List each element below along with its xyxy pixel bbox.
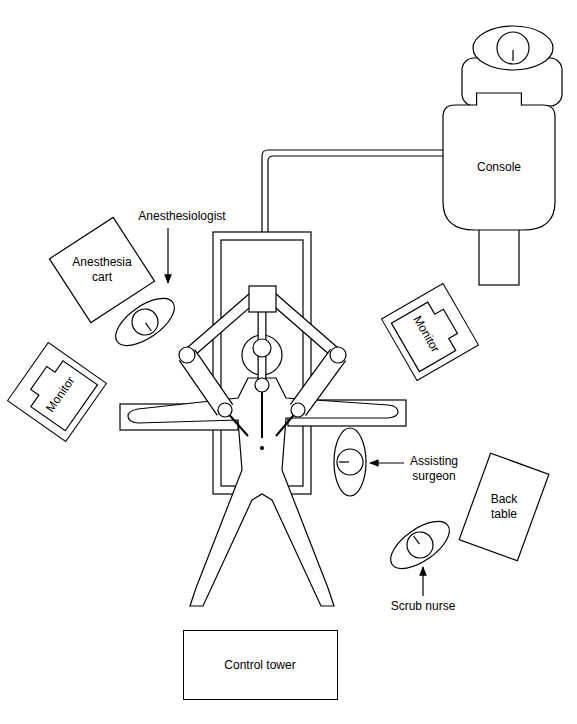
robot-cable: [262, 150, 443, 236]
cable-line: [268, 156, 443, 236]
robot-boom: [268, 294, 338, 355]
leader-arrow: [422, 567, 423, 596]
anesthesia-cart: Anesthesia cart: [60, 232, 144, 308]
tilted-outline: [459, 453, 549, 561]
robot-joint: [253, 339, 271, 357]
robot-boom: [187, 294, 257, 355]
assisting-surgeon-figure: [334, 428, 366, 496]
robot-arms: [187, 294, 338, 438]
callout-label: Scrub nurse: [391, 599, 456, 614]
person-face: [146, 323, 152, 331]
scrub-nurse-figure: [383, 512, 457, 577]
robot-forearm: [187, 355, 225, 410]
node-label: Console: [477, 160, 521, 175]
person-face: [339, 461, 349, 462]
robot-joint: [218, 403, 232, 417]
console-surgeon: [473, 26, 553, 70]
robot-forearm: [298, 355, 338, 410]
person-shoulders: [334, 428, 366, 496]
robot-joint: [330, 347, 346, 363]
leader-arrows: [168, 228, 423, 596]
monitor-screen: [23, 355, 98, 431]
robot-forearm: [187, 355, 225, 410]
console-body: Console: [443, 105, 555, 230]
cable-line: [262, 150, 443, 236]
callout-label: Anesthesiologist: [138, 209, 225, 224]
monitor-screen: [391, 297, 464, 371]
back-table: Back table: [473, 461, 535, 553]
leader-arrow: [167, 228, 168, 283]
robot-joint: [255, 378, 269, 392]
node-text-group: Back table: [482, 492, 526, 522]
person-head: [127, 304, 163, 340]
node-text-group: Monitor: [36, 369, 78, 415]
node-text-group: Control tower: [224, 658, 295, 673]
leader-arrow: [370, 462, 404, 463]
incision-dot: [261, 447, 264, 450]
patient-body: [128, 378, 398, 606]
node-label: Monitor: [43, 374, 78, 415]
callout-label: Assisting surgeon: [403, 454, 465, 484]
robot-joint: [291, 403, 305, 417]
monitor-box: Monitor: [381, 283, 479, 381]
robot-boom: [187, 294, 257, 355]
person-head: [402, 527, 438, 563]
person-face: [512, 50, 513, 61]
node-label: Control tower: [224, 658, 295, 673]
node-label: Anesthesia cart: [67, 255, 137, 285]
robot-hub: [249, 286, 276, 312]
console-pedestal: [479, 228, 519, 285]
person-head: [497, 32, 529, 64]
robot-joints: [179, 286, 346, 417]
node-text-group: Console: [477, 160, 521, 175]
node-label: Monitor: [410, 313, 443, 355]
node-text-group: Anesthesia cart: [67, 255, 137, 285]
tilted-outline: [49, 217, 154, 322]
person-head: [337, 449, 363, 475]
person-shoulders: [473, 26, 553, 70]
endoscope: [261, 385, 263, 438]
node-label: Back table: [482, 492, 526, 522]
person-shoulders: [383, 512, 457, 577]
robot-boom: [268, 294, 338, 355]
console-outline: [443, 93, 555, 230]
monitor-box: Monitor: [7, 342, 107, 442]
control-tower: Control tower: [183, 630, 338, 700]
robot-forearm: [298, 355, 338, 410]
person-face: [414, 536, 420, 544]
robot-joint: [179, 347, 195, 363]
node-text-group: Monitor: [410, 309, 450, 355]
table-top: [221, 240, 303, 486]
